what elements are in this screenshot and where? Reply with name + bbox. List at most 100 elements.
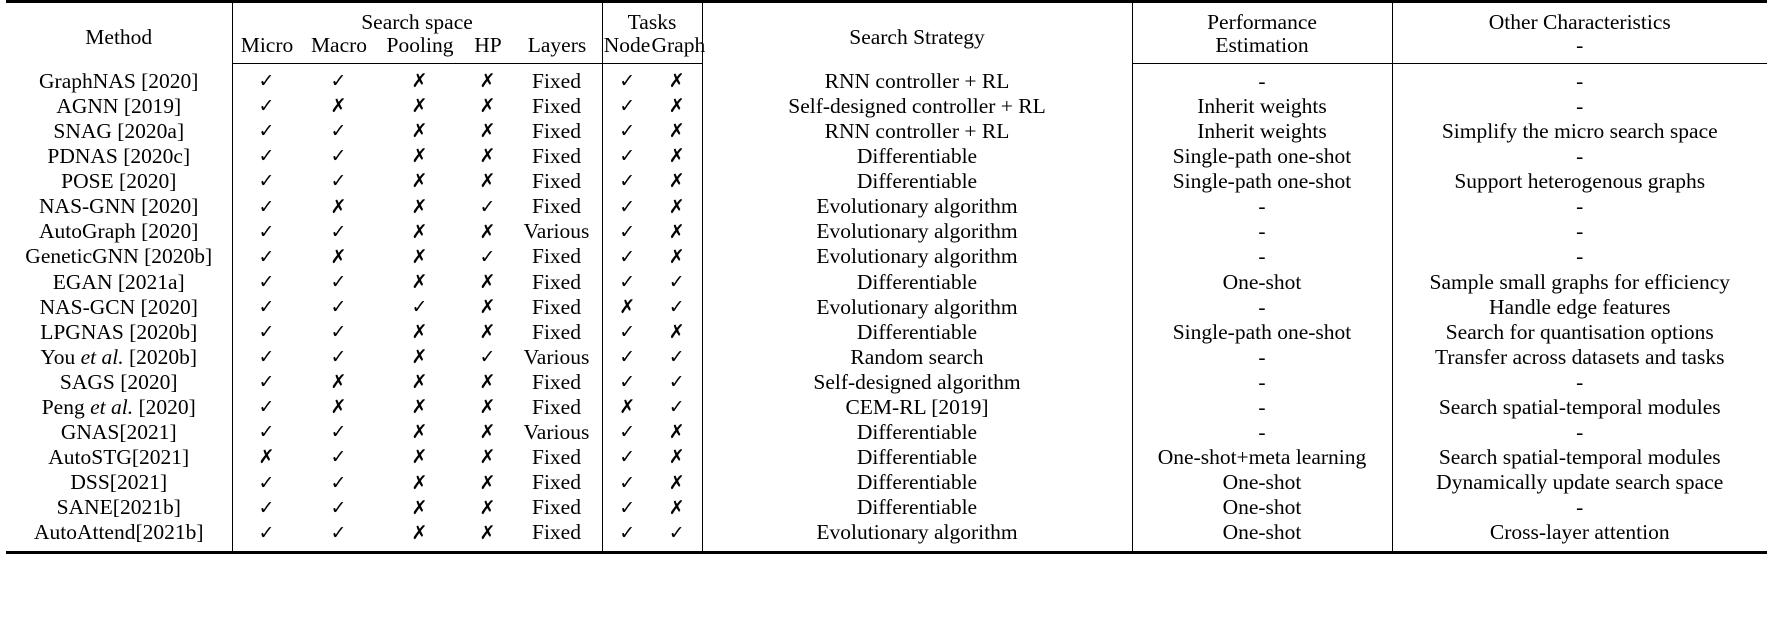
cell-search-space: ✓✓✗✗Fixed — [231, 144, 602, 170]
cell-pooling: ✗ — [411, 270, 428, 293]
cell-micro: ✓ — [258, 471, 275, 494]
cell-hp: ✗ — [479, 95, 496, 118]
cell-node: ✓ — [619, 346, 636, 369]
cell-layers: Various — [523, 420, 590, 445]
cell-other-characteristics: - — [1391, 194, 1767, 220]
cell-search-strategy: Differentiable — [701, 144, 1132, 170]
cell-other-characteristics: - — [1391, 420, 1767, 446]
cell-method: POSE [2020] — [61, 169, 177, 194]
cell-hp: ✓ — [479, 245, 496, 268]
cell-search-space: ✓✗✗✗Fixed — [231, 370, 602, 396]
header-performance-estimation-line1: Performance — [1131, 0, 1392, 35]
cell-tasks: ✓✗ — [601, 63, 702, 95]
cell-pooling: ✓ — [411, 295, 428, 318]
cell-search-strategy: Self-designed controller + RL — [701, 94, 1132, 120]
cell-tasks: ✓✗ — [601, 219, 702, 245]
cell-pooling: ✗ — [411, 496, 428, 519]
cell-method: SANE[2021b] — [56, 495, 181, 520]
cell-node: ✓ — [619, 245, 636, 268]
cell-macro: ✗ — [330, 195, 347, 218]
cell-method: You et al. [2020b] — [40, 344, 198, 369]
cell-other-characteristics: - — [1391, 244, 1767, 270]
cell-tasks: ✓✓ — [601, 269, 702, 295]
cell-hp: ✗ — [479, 320, 496, 343]
cell-search-space: ✓✓✗✗Fixed — [231, 319, 602, 346]
cell-search-strategy: Evolutionary algorithm — [701, 244, 1132, 270]
cell-search-strategy: Differentiable — [701, 445, 1132, 471]
cell-search-strategy: CEM-RL [2019] — [701, 395, 1132, 421]
cell-graph: ✓ — [668, 270, 685, 293]
gnn-nas-survey-table: Method Search space Tasks Search Strateg… — [6, 0, 1767, 554]
cell-performance-estimation: - — [1131, 370, 1392, 396]
cell-node: ✓ — [619, 421, 636, 444]
cell-layers: Fixed — [532, 495, 581, 520]
cell-other-characteristics: Simplify the micro search space — [1391, 119, 1767, 145]
header-hp: HP — [474, 32, 502, 57]
cell-layers: Fixed — [532, 319, 581, 344]
cell-performance-estimation: - — [1131, 194, 1392, 220]
cell-search-strategy: RNN controller + RL — [701, 63, 1132, 95]
cell-pooling: ✗ — [411, 320, 428, 343]
cell-performance-estimation: Inherit weights — [1131, 94, 1392, 120]
cell-graph: ✓ — [668, 521, 685, 544]
header-micro: Micro — [240, 32, 294, 57]
cell-tasks: ✓✓ — [601, 370, 702, 396]
cell-macro: ✗ — [330, 396, 347, 419]
cell-layers: Fixed — [532, 244, 581, 269]
cell-graph: ✓ — [668, 371, 685, 394]
table-row: AutoGraph [2020]✓✓✗✗Various✓✗Evolutionar… — [6, 219, 1767, 245]
cell-other-characteristics: Support heterogenous graphs — [1391, 169, 1767, 195]
cell-hp: ✗ — [479, 421, 496, 444]
cell-node: ✓ — [619, 95, 636, 118]
cell-other-characteristics: Search spatial-temporal modules — [1391, 395, 1767, 421]
table-body: GraphNAS [2020]✓✓✗✗Fixed✓✗RNN controller… — [6, 63, 1767, 554]
cell-micro: ✓ — [258, 70, 275, 93]
cell-graph: ✗ — [668, 496, 685, 519]
cell-node: ✓ — [619, 521, 636, 544]
cell-method: AutoGraph [2020] — [39, 219, 199, 244]
cell-pooling: ✗ — [411, 70, 428, 93]
cell-macro: ✓ — [330, 346, 347, 369]
cell-macro: ✓ — [330, 295, 347, 318]
cell-graph: ✗ — [668, 220, 685, 243]
cell-graph: ✗ — [668, 245, 685, 268]
cell-performance-estimation: - — [1131, 420, 1392, 446]
cell-pooling: ✗ — [411, 396, 428, 419]
cell-search-space: ✓✓✗✗Various — [231, 219, 602, 245]
cell-method: AGNN [2019] — [56, 93, 182, 118]
cell-macro: ✓ — [330, 496, 347, 519]
cell-micro: ✓ — [258, 220, 275, 243]
cell-pooling: ✗ — [411, 446, 428, 469]
table-row: AGNN [2019]✓✗✗✗Fixed✓✗Self-designed cont… — [6, 93, 1767, 120]
cell-search-space: ✓✗✗✓Fixed — [231, 194, 602, 220]
cell-macro: ✓ — [330, 170, 347, 193]
cell-macro: ✓ — [330, 421, 347, 444]
cell-other-characteristics: Search for quantisation options — [1391, 319, 1767, 346]
cell-macro: ✗ — [330, 245, 347, 268]
cell-search-strategy: Evolutionary algorithm — [701, 194, 1132, 220]
cell-tasks: ✗✓ — [601, 294, 702, 320]
table-header: Method Search space Tasks Search Strateg… — [6, 0, 1767, 64]
cell-performance-estimation: - — [1131, 294, 1392, 320]
cell-performance-estimation: One-shot+meta learning — [1131, 445, 1392, 471]
header-tasks-subcolumns: Node Graph — [601, 34, 705, 64]
cell-node: ✓ — [619, 471, 636, 494]
cell-performance-estimation: Inherit weights — [1131, 119, 1392, 145]
cell-tasks: ✓✗ — [601, 119, 702, 145]
cell-macro: ✓ — [330, 521, 347, 544]
cell-search-space: ✓✓✗✗Fixed — [231, 169, 602, 195]
cell-method: SNAG [2020a] — [53, 118, 185, 143]
table-row: NAS-GNN [2020]✓✗✗✓Fixed✓✗Evolutionary al… — [6, 194, 1767, 220]
cell-micro: ✗ — [258, 446, 275, 469]
cell-search-space: ✓✓✗✗Fixed — [231, 470, 602, 496]
cell-node: ✗ — [619, 295, 636, 318]
cell-method: GeneticGNN [2020b] — [25, 244, 213, 269]
cell-macro: ✓ — [330, 270, 347, 293]
cell-pooling: ✗ — [411, 471, 428, 494]
cell-micro: ✓ — [258, 371, 275, 394]
cell-pooling: ✗ — [411, 95, 428, 118]
cell-node: ✓ — [619, 170, 636, 193]
cell-method: AutoAttend[2021b] — [6, 520, 232, 554]
cell-performance-estimation: One-shot — [1131, 495, 1392, 521]
